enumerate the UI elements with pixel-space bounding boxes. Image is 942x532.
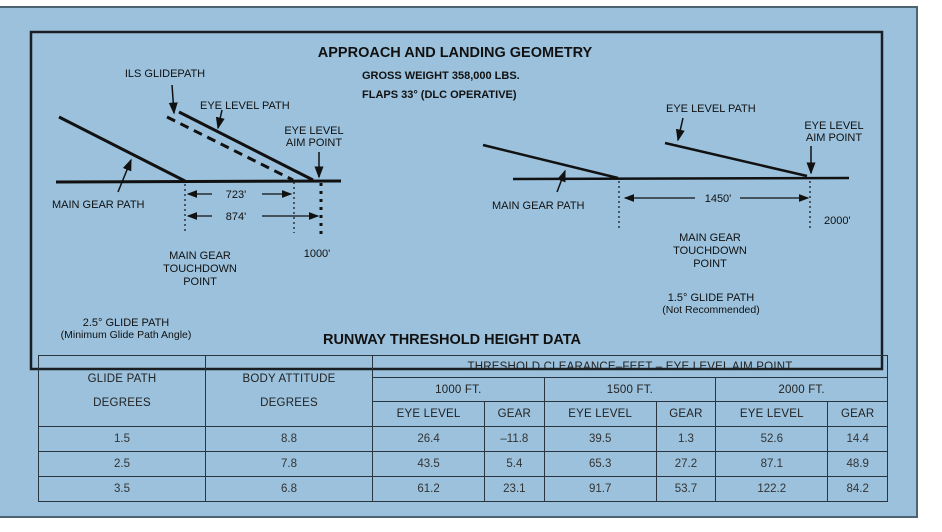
main-gear-path-line xyxy=(482,143,619,180)
cell: 26.4 xyxy=(371,426,486,452)
main-gear-path-line xyxy=(58,115,186,183)
left-diagram-2-5-deg: ILS GLIDEPATH EYE LEVEL PATH EYE LEVEL A… xyxy=(52,68,344,341)
table-row: 2.5 7.8 43.5 5.4 65.3 27.2 87.1 48.9 xyxy=(38,451,888,477)
header-gear: GEAR xyxy=(827,401,888,427)
main-gear-arrow xyxy=(117,158,132,193)
ils-glidepath-label: ILS GLIDEPATH xyxy=(125,68,205,80)
cell: 14.4 xyxy=(827,426,888,452)
cell: 6.8 xyxy=(205,476,373,502)
touchdown-label-3: POINT xyxy=(183,276,217,288)
touchdown-label-1: MAIN GEAR xyxy=(169,250,231,262)
cell: 23.1 xyxy=(484,476,545,502)
touchdown-label-1: MAIN GEAR xyxy=(679,232,741,244)
flaps-setting: FLAPS 33° (DLC OPERATIVE) xyxy=(362,89,517,101)
cell: 39.5 xyxy=(543,426,657,452)
header-eye-level: EYE LEVEL xyxy=(715,401,829,427)
main-gear-path-label: MAIN GEAR PATH xyxy=(52,199,145,211)
eye-level-path-label: EYE LEVEL PATH xyxy=(666,103,756,115)
cell: 7.8 xyxy=(205,451,373,477)
header-gear: GEAR xyxy=(655,401,717,427)
cell: 91.7 xyxy=(543,476,657,502)
aim-point-label-1: EYE LEVEL xyxy=(804,120,863,132)
header-1500ft: 1500 FT. xyxy=(543,377,717,402)
cell: –11.8 xyxy=(484,426,545,452)
eye-path-arrow xyxy=(675,117,685,142)
table-row: 3.5 6.8 61.2 23.1 91.7 53.7 122.2 84.2 xyxy=(38,476,888,502)
cell: 122.2 xyxy=(715,476,829,502)
distance-1450: 1450' xyxy=(705,193,732,205)
aim-point-label-2: AIM POINT xyxy=(286,137,343,149)
aim-distance-2000: 2000' xyxy=(824,215,851,227)
cell: 84.2 xyxy=(827,476,888,502)
cell: 2.5 xyxy=(38,451,206,477)
ils-glidepath-line xyxy=(166,115,294,182)
cell: 1.5 xyxy=(38,426,206,452)
cell: 43.5 xyxy=(371,451,486,477)
gross-weight: GROSS WEIGHT 358,000 LBS. xyxy=(362,70,520,82)
runway-line xyxy=(512,176,850,181)
runway-line xyxy=(55,179,342,184)
header-threshold-clearance: THRESHOLD CLEARANCE–FEET – EYE LEVEL AIM… xyxy=(372,355,888,378)
main-gear-path-label: MAIN GEAR PATH xyxy=(492,200,585,212)
cell: 48.9 xyxy=(827,451,888,477)
eye-path-arrow xyxy=(215,109,225,130)
touchdown-label-2: TOUCHDOWN xyxy=(673,245,747,257)
cell: 3.5 xyxy=(38,476,206,502)
touchdown-label-2: TOUCHDOWN xyxy=(163,263,237,275)
glide-path-label: 1.5° GLIDE PATH xyxy=(668,292,755,304)
distance-723: 723' xyxy=(226,189,246,201)
ils-arrow xyxy=(168,84,178,115)
eye-level-path-label: EYE LEVEL PATH xyxy=(200,100,290,112)
eye-level-path-line xyxy=(178,110,314,182)
aim-distance-1000: 1000' xyxy=(304,248,331,260)
header-eye-level: EYE LEVEL xyxy=(543,401,657,427)
cell: 8.8 xyxy=(205,426,373,452)
header-eye-level: EYE LEVEL xyxy=(371,401,486,427)
header-gear: GEAR xyxy=(484,401,545,427)
main-gear-arrow xyxy=(556,169,566,193)
cell: 87.1 xyxy=(715,451,829,477)
glide-path-note: (Not Recommended) xyxy=(662,304,759,316)
cell: 52.6 xyxy=(715,426,829,452)
glide-path-note: (Minimum Glide Path Angle) xyxy=(61,329,192,341)
cell: 61.2 xyxy=(371,476,486,502)
header-1000ft: 1000 FT. xyxy=(372,377,545,402)
distance-874: 874' xyxy=(226,211,246,223)
right-diagram-1-5-deg: EYE LEVEL PATH EYE LEVEL AIM POINT MAIN … xyxy=(482,103,864,316)
cell: 1.3 xyxy=(655,426,717,452)
glide-path-label: 2.5° GLIDE PATH xyxy=(83,317,170,329)
cell: 5.4 xyxy=(484,451,545,477)
table-title: RUNWAY THRESHOLD HEIGHT DATA xyxy=(323,332,582,348)
eye-level-path-line xyxy=(664,141,808,178)
diagram-title: APPROACH AND LANDING GEOMETRY xyxy=(318,45,593,61)
table-row: 1.5 8.8 26.4 –11.8 39.5 1.3 52.6 14.4 xyxy=(38,426,888,452)
aim-point-label-1: EYE LEVEL xyxy=(284,125,343,137)
touchdown-label-3: POINT xyxy=(693,258,727,270)
cell: 27.2 xyxy=(655,451,717,477)
cell: 53.7 xyxy=(655,476,717,502)
cell: 65.3 xyxy=(543,451,657,477)
header-2000ft: 2000 FT. xyxy=(715,377,888,402)
aim-point-label-2: AIM POINT xyxy=(806,132,863,144)
